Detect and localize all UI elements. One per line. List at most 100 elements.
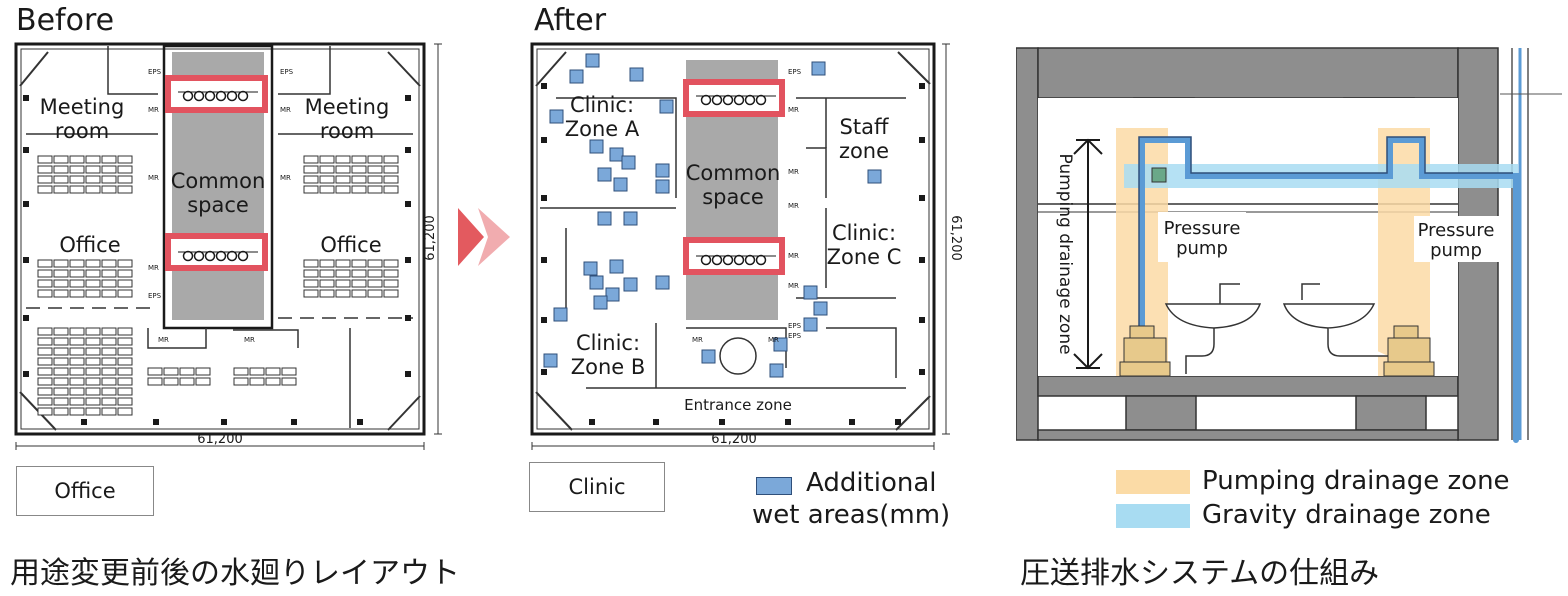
desk — [303, 175, 319, 184]
desk — [85, 269, 101, 278]
wet-area — [629, 67, 644, 82]
room-tag: MR — [788, 282, 799, 290]
desk — [37, 185, 53, 194]
desk — [69, 165, 85, 174]
after-room-zone-b: Clinic:Zone B — [571, 331, 646, 379]
desk — [37, 357, 53, 366]
desk — [367, 289, 383, 298]
pillar — [541, 257, 547, 263]
pillar — [405, 315, 411, 321]
desk — [37, 279, 53, 288]
wet-area-swatch — [756, 477, 792, 495]
desk — [69, 279, 85, 288]
wet-area — [655, 163, 670, 178]
desk — [85, 387, 101, 396]
after-dim-height: 61,200 — [948, 215, 963, 261]
desk — [85, 259, 101, 268]
desk — [117, 327, 133, 336]
room-tag: MR — [148, 264, 159, 272]
pillar — [405, 257, 411, 263]
toilet-fixture — [755, 94, 767, 106]
desk — [101, 155, 117, 164]
desk — [117, 175, 133, 184]
desk — [53, 347, 69, 356]
desk — [101, 407, 117, 416]
desk — [383, 175, 399, 184]
desk — [117, 155, 133, 164]
desk — [53, 327, 69, 336]
toilet-fixture — [182, 90, 194, 102]
desk — [319, 165, 335, 174]
desk — [117, 337, 133, 346]
desk — [351, 175, 367, 184]
desk — [383, 185, 399, 194]
wet-area — [583, 261, 598, 276]
pillar — [291, 419, 297, 425]
desk — [37, 155, 53, 164]
desk — [163, 377, 179, 386]
wet-area — [543, 353, 558, 368]
desk — [195, 377, 211, 386]
desk — [85, 289, 101, 298]
desk — [53, 337, 69, 346]
desk — [37, 289, 53, 298]
wet-area — [659, 99, 674, 114]
desk — [85, 165, 101, 174]
desk — [85, 407, 101, 416]
after-wet-areas — [543, 53, 882, 378]
desk — [37, 175, 53, 184]
after-room-entrance: Entrance zone — [684, 396, 792, 414]
desk — [101, 347, 117, 356]
desk — [117, 185, 133, 194]
desk — [85, 185, 101, 194]
desk — [85, 347, 101, 356]
desk — [85, 397, 101, 406]
pillar — [653, 419, 659, 425]
desk — [53, 279, 69, 288]
desk — [383, 269, 399, 278]
desk — [303, 279, 319, 288]
desk — [53, 269, 69, 278]
pillar — [589, 419, 595, 425]
before-pillars — [23, 95, 411, 425]
toilet-fixture — [722, 94, 734, 106]
desk — [117, 347, 133, 356]
desk — [303, 185, 319, 194]
desk — [101, 337, 117, 346]
desk — [53, 377, 69, 386]
desk — [101, 387, 117, 396]
desk — [85, 337, 101, 346]
room-tag: EPS — [788, 68, 802, 76]
desk — [53, 175, 69, 184]
room-tag: EPS — [280, 68, 294, 76]
desk — [335, 185, 351, 194]
wet-area — [701, 349, 716, 364]
toilet-fixture — [204, 250, 216, 262]
desk — [85, 327, 101, 336]
pillar — [849, 419, 855, 425]
wet-area — [769, 363, 784, 378]
desk — [319, 289, 335, 298]
wet-area — [553, 307, 568, 322]
wet-area — [585, 53, 600, 68]
wet-area — [803, 317, 818, 332]
pillar — [919, 137, 925, 143]
desk — [69, 175, 85, 184]
desk — [117, 397, 133, 406]
pillar — [357, 419, 363, 425]
wet-area — [569, 69, 584, 84]
pressure-pump-right — [1383, 325, 1435, 377]
room-tag: MR — [280, 106, 291, 114]
pillar — [23, 257, 29, 263]
desk — [117, 387, 133, 396]
toilet-fixture — [733, 94, 745, 106]
desk — [85, 357, 101, 366]
room-tag: MR — [788, 202, 799, 210]
room-tag: MR — [158, 336, 169, 344]
desk — [53, 357, 69, 366]
desk — [179, 377, 195, 386]
wet-area — [593, 295, 608, 310]
pillar — [919, 195, 925, 201]
